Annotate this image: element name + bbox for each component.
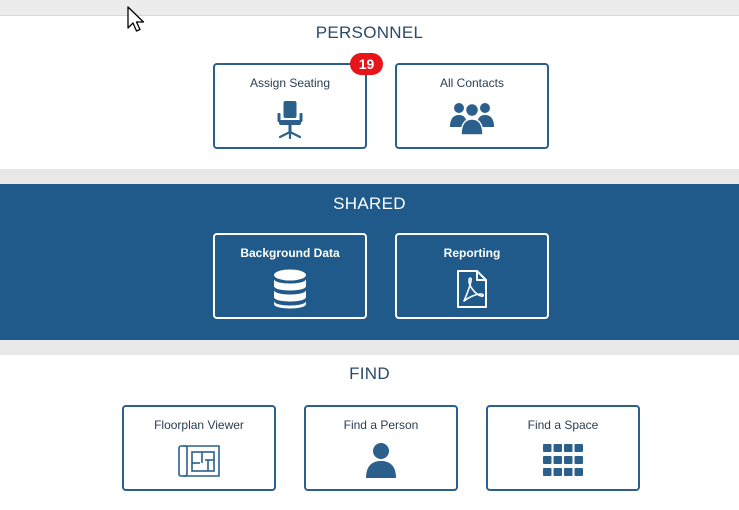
tile-label: Reporting: [443, 246, 501, 260]
user-group-icon: [450, 102, 494, 135]
grid-icon: [543, 444, 583, 476]
background-data-tile[interactable]: Background Data: [213, 233, 367, 319]
tile-label: All Contacts: [439, 76, 505, 90]
assign-seating-tile[interactable]: Assign Seating 19: [213, 53, 383, 149]
tile-label: Find a Space: [527, 418, 599, 432]
section-title-shared: SHARED: [333, 194, 406, 213]
tile-label: Floorplan Viewer: [154, 418, 244, 432]
notification-badge: 19: [350, 53, 383, 75]
floorplan-viewer-tile[interactable]: Floorplan Viewer: [122, 405, 276, 491]
find-a-space-tile[interactable]: Find a Space: [486, 405, 640, 491]
pdf-file-icon: [457, 270, 487, 308]
all-contacts-tile[interactable]: All Contacts: [395, 63, 549, 149]
find-a-person-tile[interactable]: Find a Person: [304, 405, 458, 491]
section-title-find: FIND: [349, 364, 390, 383]
mouse-cursor-icon: [127, 6, 145, 32]
floorplan-icon: [178, 445, 220, 477]
tile-label: Assign Seating: [249, 76, 331, 90]
personnel-section: PERSONNEL Assign Seating 19 All Contacts: [0, 16, 739, 169]
top-bar: [0, 0, 739, 16]
tile-label: Background Data: [240, 246, 340, 260]
database-icon: [274, 269, 306, 309]
office-chair-icon: [277, 101, 303, 139]
shared-section: SHARED Background Data Reporting: [0, 184, 739, 340]
person-icon: [366, 443, 396, 478]
find-section: FIND Floorplan Viewer Find a Person Find: [0, 355, 739, 510]
reporting-tile[interactable]: Reporting: [395, 233, 549, 319]
tile-label: Find a Person: [343, 418, 419, 432]
section-title-personnel: PERSONNEL: [315, 23, 424, 42]
